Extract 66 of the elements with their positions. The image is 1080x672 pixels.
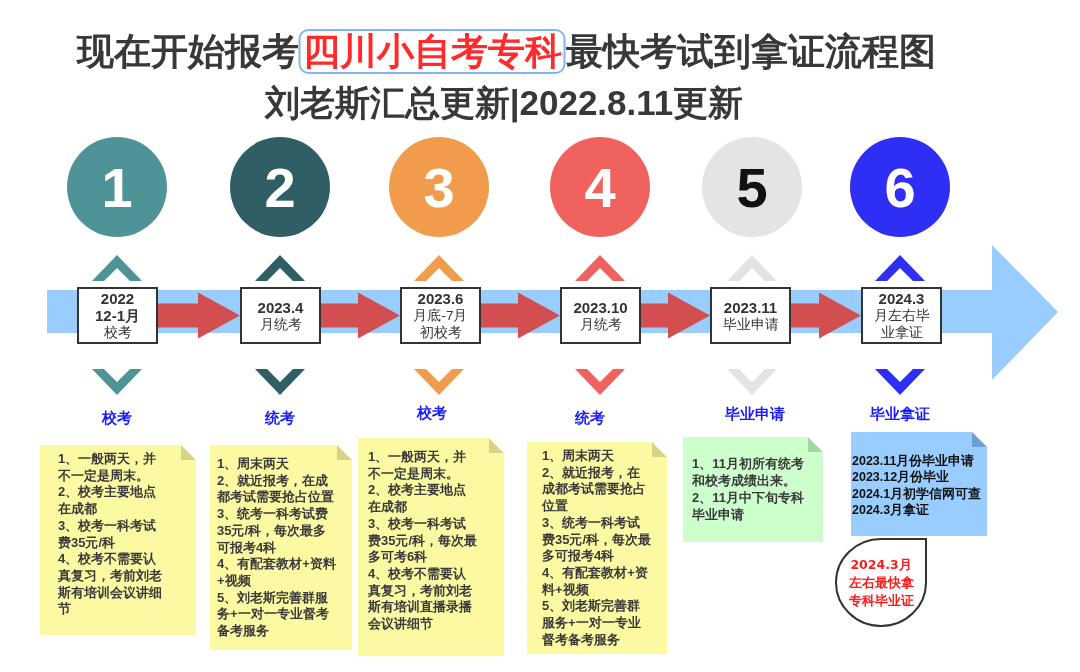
sticky-note: [40, 445, 196, 635]
stage-label: 毕业申请: [725, 404, 785, 424]
note-text: 1、周末两天: [542, 448, 616, 465]
note-text: 2、就近报考，在成都考试需要抢占位置: [217, 472, 335, 507]
date-text: 2023.10: [573, 298, 628, 316]
step-number-circle: 2: [230, 137, 330, 237]
date-box: [400, 287, 481, 344]
note-text: 1、11月初所有统考和校考成绩出来。: [692, 455, 805, 489]
date-text: 2023.11: [723, 298, 778, 316]
stage-label: 统考: [575, 408, 605, 428]
event-text: 校考: [103, 324, 132, 341]
sticky-note: [851, 432, 987, 536]
note-text: 2023.12月份毕业: [852, 469, 951, 486]
stage-label: 毕业拿证: [870, 404, 930, 424]
step-number-circle: 5: [702, 137, 802, 237]
note-text: 4、有配套教材+资料+视频: [542, 564, 649, 598]
date-box: [710, 287, 791, 344]
step-number-circle: 6: [850, 137, 950, 237]
note-text: 1、一般两天，并不一定是周末。: [58, 451, 158, 484]
date-text: 2023.4: [257, 298, 304, 316]
note-text: 4、有配套教材+资料+视频: [217, 556, 337, 590]
arrow: [791, 292, 861, 339]
date-box: [77, 287, 158, 344]
stage-label: 校考: [102, 408, 132, 428]
title: 现在开始报考四川小自考专科最快考试到拿证流程图: [76, 28, 936, 76]
subtitle: 刘老斯汇总更新|2022.8.11更新: [264, 82, 744, 125]
note-text: 3、统考一科考试费35元/科，每次最多可报考4科: [542, 514, 653, 565]
speech-bubble: [835, 538, 927, 627]
event-text: 月统考: [579, 315, 622, 333]
sticky-note: [358, 438, 504, 656]
date-text: 2023.6: [417, 290, 464, 307]
stage-label: 校考: [417, 403, 447, 423]
sticky-note: [527, 442, 667, 654]
event-text: 月左右毕业拿证: [872, 307, 931, 341]
note-text: 2、校考主要地点在成都: [368, 482, 468, 516]
sticky-note: [210, 445, 352, 650]
note-text: 4、校考不需要认真复习，考前刘老斯有培训直播录播会议讲细节: [368, 565, 473, 633]
event-text: 毕业申请: [722, 315, 779, 333]
note-text: 5、刘老斯完善群服务+一对一专业督考备考服务: [217, 589, 330, 640]
note-text: 3、统考一科考试费35元/科，每次最多可报考4科: [217, 506, 330, 557]
event-text: 月统考: [259, 315, 302, 333]
step-number-circle: 3: [389, 137, 489, 237]
date-box: [560, 287, 641, 344]
arrow: [641, 292, 710, 339]
note-text: 2、校考主要地点在成都: [58, 484, 158, 518]
note-text: 2、11月中下旬专科毕业申请: [692, 489, 805, 523]
note-text: 2024.3月拿证: [852, 502, 931, 519]
note-text: 2、就近报考，在成都考试需要抢占位置: [542, 464, 647, 515]
note-text: 2023.11月份毕业申请: [852, 453, 976, 470]
step-number-circle: 4: [550, 137, 650, 237]
date-text: 2024.3: [878, 290, 925, 307]
date-text: 2022 12-1月: [94, 290, 141, 324]
event-text: 月底-7月初校考: [412, 307, 469, 341]
stage-label: 统考: [265, 408, 295, 428]
note-text: 1、一般两天，并不一定是周末。: [368, 449, 468, 482]
bubble-text: 2024.3月左右最快拿专科毕业证: [847, 555, 915, 610]
note-text: 3、校考一科考试费35元/科: [58, 517, 158, 552]
date-box: [861, 287, 942, 344]
sticky-note: [683, 437, 823, 542]
note-text: 2024.1月初学信网可查: [852, 485, 983, 503]
step-number-circle: 1: [67, 137, 167, 237]
note-text: 1、周末两天: [217, 456, 291, 473]
note-text: 5、刘老斯完善群服务+一对一专业督考备考服务: [542, 598, 642, 649]
note-text: 3、校考一科考试费35元/科，每次最多可考6科: [368, 515, 479, 566]
date-box: [240, 287, 321, 344]
note-text: 4、校考不需要认真复习，考前刘老斯有培训会议讲细节: [58, 551, 163, 619]
